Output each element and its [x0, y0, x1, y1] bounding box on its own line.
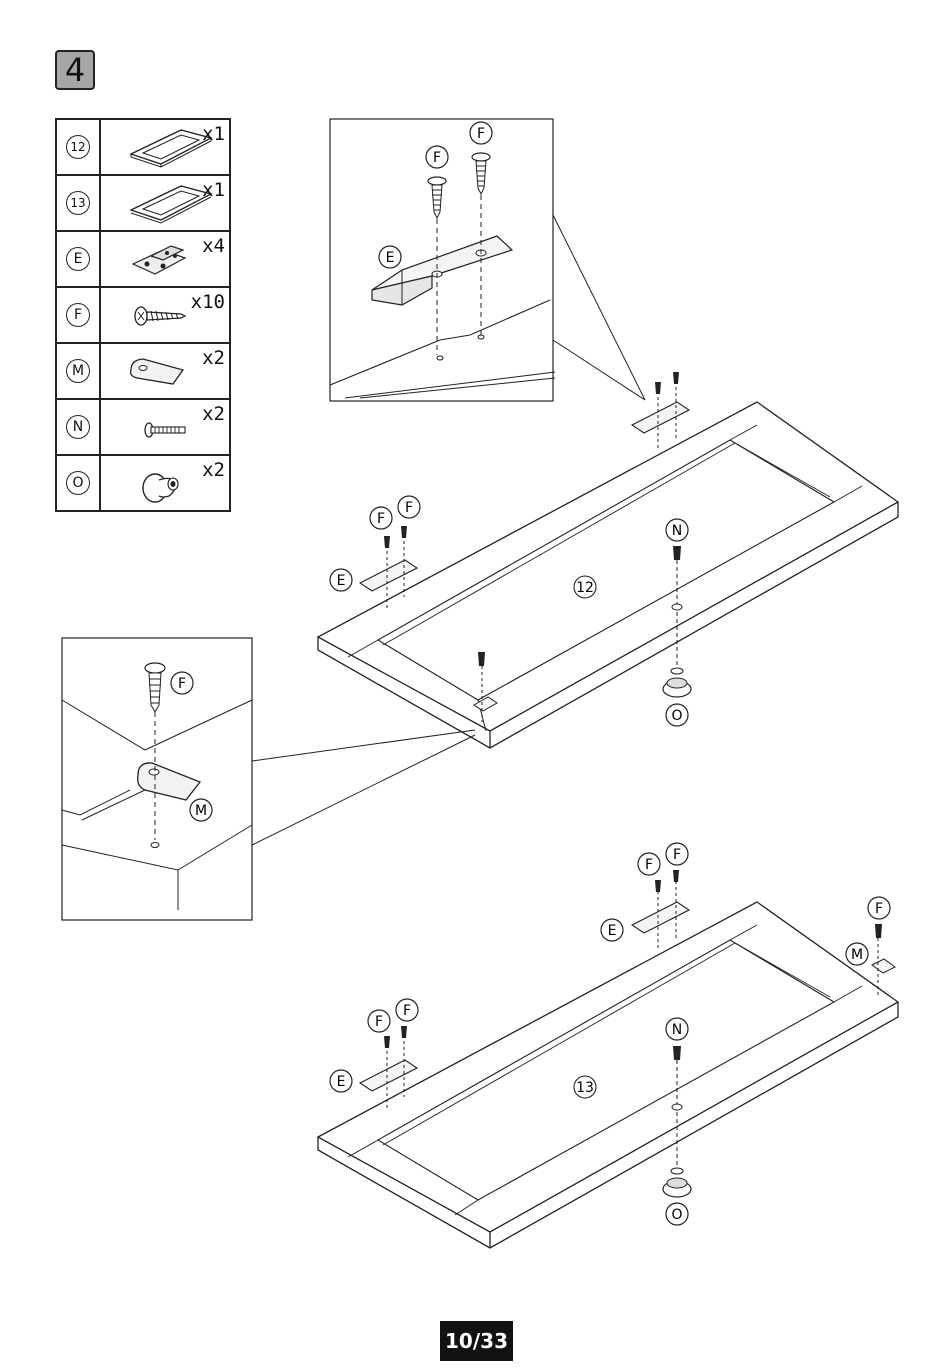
callout-F: F: [375, 1014, 383, 1030]
callout-F: F: [645, 857, 653, 873]
screw-icon: [428, 177, 446, 218]
callout-F: F: [433, 150, 441, 166]
callout-O: O: [671, 1207, 682, 1223]
callout-N: N: [672, 523, 682, 539]
panel-13: 13 F F E F F E F M: [318, 843, 898, 1248]
panel-12: 12 F F E N O: [318, 372, 898, 748]
callout-F: F: [405, 500, 413, 516]
page-number: 10/33: [440, 1321, 513, 1361]
panel-label-13: 13: [576, 1080, 594, 1096]
callout-F: F: [403, 1003, 411, 1019]
callout-E: E: [386, 250, 395, 266]
detail-inset-plate: F M: [62, 638, 475, 920]
callout-M: M: [195, 803, 207, 819]
callout-F: F: [178, 676, 186, 692]
callout-F: F: [875, 901, 883, 917]
callout-E: E: [337, 1074, 346, 1090]
callout-O: O: [671, 708, 682, 724]
callout-F: F: [377, 511, 385, 527]
callout-F: F: [673, 847, 681, 863]
screw-icon: [145, 663, 165, 712]
callout-E: E: [337, 573, 346, 589]
callout-F: F: [477, 126, 485, 142]
panel-label-12: 12: [576, 580, 594, 596]
screw-icon: [472, 153, 490, 194]
detail-inset-hinge: F F E: [330, 119, 645, 401]
callout-N: N: [672, 1022, 682, 1038]
callout-E: E: [608, 923, 617, 939]
callout-M: M: [851, 947, 863, 963]
